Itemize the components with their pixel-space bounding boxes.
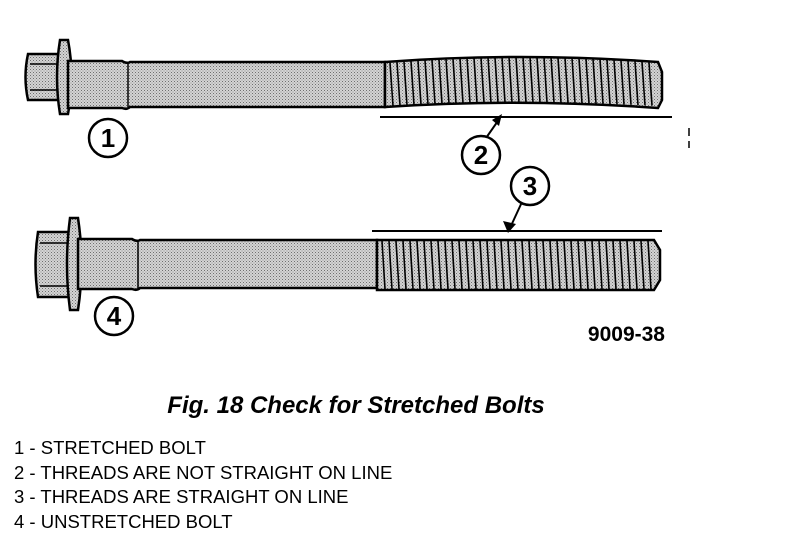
- legend-item: 3 - THREADS ARE STRAIGHT ON LINE: [14, 485, 392, 510]
- callout-3: 3: [503, 167, 549, 233]
- stretched-bolt: [26, 40, 673, 117]
- arrowhead: [492, 114, 502, 126]
- callout-1: 1: [89, 119, 127, 157]
- drawing-code: 9009-38: [588, 323, 665, 346]
- legend-list: 1 - STRETCHED BOLT 2 - THREADS ARE NOT S…: [14, 436, 392, 534]
- bolt-diagram: 1 2 3 4 9009-38: [0, 0, 800, 380]
- bolt-shank: [68, 61, 385, 109]
- bolt-shank: [78, 239, 377, 290]
- callout-2: 2: [462, 114, 502, 174]
- callout-4-label: 4: [107, 301, 122, 331]
- callout-2-label: 2: [474, 140, 488, 170]
- legend-item: 2 - THREADS ARE NOT STRAIGHT ON LINE: [14, 461, 392, 486]
- callout-3-label: 3: [523, 171, 537, 201]
- legend-item: 1 - STRETCHED BOLT: [14, 436, 392, 461]
- callout-1-label: 1: [101, 123, 115, 153]
- bolt-head: [26, 54, 61, 100]
- bolt-head: [36, 232, 71, 297]
- unstretched-bolt: [36, 218, 663, 310]
- figure-caption: Fig. 18 Check for Stretched Bolts: [0, 392, 712, 420]
- callout-4: 4: [95, 297, 133, 335]
- legend-item: 4 - UNSTRETCHED BOLT: [14, 510, 392, 534]
